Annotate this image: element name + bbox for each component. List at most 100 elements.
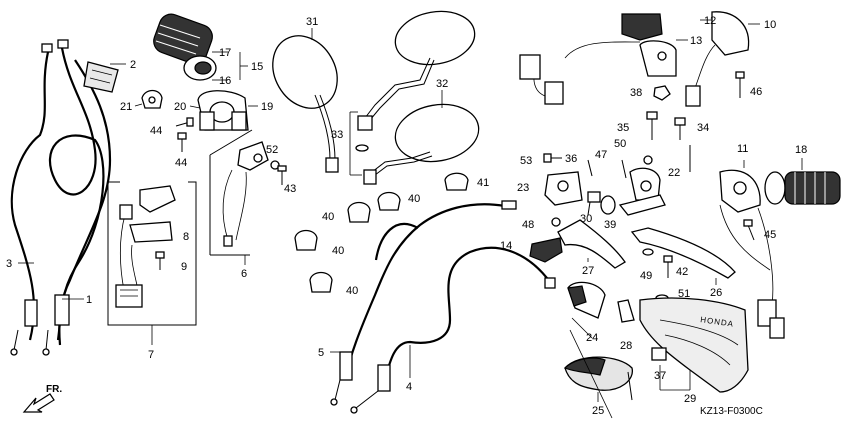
callout-49: 49 [640, 270, 652, 282]
right-switch-wiring [519, 41, 701, 107]
callout-29: 29 [684, 393, 696, 405]
part-32-mirror-right [364, 10, 480, 176]
part-29-hand-guard [639, 297, 749, 393]
front-direction-arrow: FR. [22, 384, 62, 413]
callout-3: 3 [6, 258, 12, 270]
callout-15: 15 [251, 61, 263, 73]
callout-46: 46 [750, 86, 762, 98]
callout-7: 7 [148, 349, 154, 361]
throttle-cables [10, 39, 112, 356]
part-28-bracket [617, 299, 635, 323]
part-12-switch-cover [621, 13, 663, 41]
part-22-lever-bracket [618, 167, 666, 216]
callout-40-d: 40 [346, 285, 358, 297]
part-18-grip [764, 171, 841, 205]
callout-labels: 1 2 3 4 5 6 7 8 9 10 11 12 13 14 15 16 1… [6, 15, 807, 417]
callout-26: 26 [710, 287, 722, 299]
callout-33: 33 [331, 129, 343, 141]
callout-5: 5 [318, 347, 324, 359]
part-23-lever-bracket [544, 171, 583, 206]
callout-52: 52 [266, 144, 278, 156]
callout-21: 21 [120, 101, 132, 113]
callout-30: 30 [580, 213, 592, 225]
callout-2: 2 [130, 59, 136, 71]
callout-22: 22 [668, 167, 680, 179]
callout-40-c: 40 [332, 245, 344, 257]
part-21-cable-guide [141, 89, 163, 109]
callout-35: 35 [617, 122, 629, 134]
callout-8: 8 [183, 231, 189, 243]
part-26-lever [630, 227, 736, 279]
part-19-throttle-housing [197, 90, 249, 131]
part-25-hand-guard [563, 356, 633, 401]
callout-25: 25 [592, 405, 604, 417]
callout-47: 47 [595, 149, 607, 161]
callout-11: 11 [737, 143, 748, 155]
leader-lines [18, 19, 803, 419]
callout-34: 34 [697, 122, 709, 134]
callout-9: 9 [181, 261, 187, 273]
callout-13: 13 [690, 35, 702, 47]
callout-16: 16 [219, 75, 231, 87]
callout-40-a: 40 [408, 193, 420, 205]
part-6-switch-assembly [209, 129, 269, 256]
callout-32: 32 [436, 78, 448, 90]
callout-19: 19 [261, 101, 273, 113]
callout-53: 53 [520, 155, 532, 167]
callout-41: 41 [477, 177, 489, 189]
part-35-34-bolts [646, 111, 691, 172]
part-46-screw [735, 71, 745, 98]
callout-40-b: 40 [322, 211, 334, 223]
part-14-switch [529, 237, 563, 263]
callout-18: 18 [795, 144, 807, 156]
callout-39: 39 [604, 219, 616, 231]
callout-12: 12 [704, 15, 716, 27]
part-31-mirror-left [272, 35, 339, 173]
callout-28: 28 [620, 340, 632, 352]
callout-44-b: 44 [175, 157, 187, 169]
part-11-switch-housing [719, 169, 785, 339]
part-2-grip-sleeve [83, 61, 119, 93]
callout-6: 6 [241, 268, 247, 280]
callout-31: 31 [306, 16, 318, 28]
part-52-43-fasteners [270, 160, 287, 185]
callout-36: 36 [565, 153, 577, 165]
callout-4: 4 [406, 381, 412, 393]
part-10-switch-housing [694, 11, 750, 89]
callout-1: 1 [86, 294, 92, 306]
part-15-throttle-grip [153, 13, 217, 81]
part-7-switch-assembly [107, 181, 197, 326]
callout-48: 48 [522, 219, 534, 231]
part-33-mirror-adapters [355, 115, 377, 185]
part-38-nut [653, 85, 671, 101]
part-39-pivot [600, 195, 616, 215]
part-5-clutch-cable [330, 200, 517, 406]
callout-37: 37 [654, 370, 666, 382]
callout-45: 45 [764, 229, 776, 241]
callout-38: 38 [630, 87, 642, 99]
front-direction-label: FR. [46, 384, 62, 395]
diagram-code: KZ13-F0300C [700, 406, 763, 417]
callout-27: 27 [582, 265, 594, 277]
callout-10: 10 [764, 19, 776, 31]
part-24-lever-guard [567, 281, 606, 319]
part-53-36-47-screws [543, 153, 653, 179]
part-4-cable [350, 246, 556, 414]
callout-51: 51 [678, 288, 690, 300]
callout-17: 17 [219, 47, 231, 59]
callout-24: 24 [586, 332, 598, 344]
part-48-nut [551, 217, 561, 227]
callout-14: 14 [500, 240, 512, 252]
part-40-cable-clamps [294, 191, 401, 293]
part-13-switch-lower [639, 40, 677, 77]
callout-42: 42 [676, 266, 688, 278]
callout-23: 23 [517, 182, 529, 194]
part-45-screw [743, 219, 755, 241]
part-27-lever [557, 219, 626, 269]
part-41-clamp [444, 172, 469, 191]
part-30-screw [587, 191, 601, 216]
callout-20: 20 [174, 101, 186, 113]
callout-50: 50 [614, 138, 626, 150]
